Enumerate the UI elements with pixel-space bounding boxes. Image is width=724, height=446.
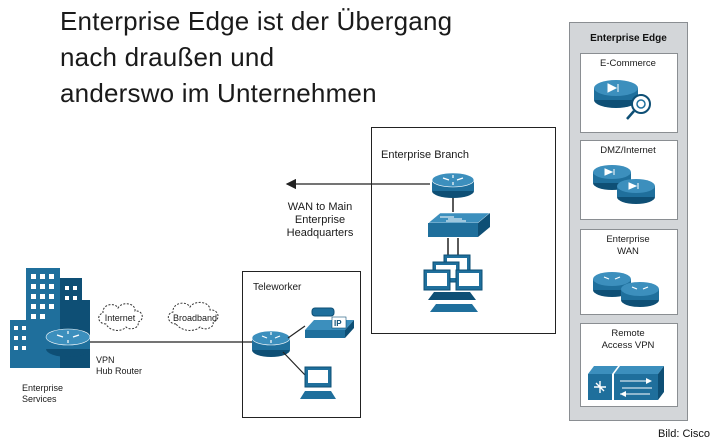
wan-label-line-1: WAN to Main [287,201,353,213]
wan-label-line-2: Enterprise [294,214,346,226]
ip-phone-icon [305,307,354,338]
branch-switch-icon [427,212,491,237]
title-line-3: anderswo im Unternehmen [60,78,377,108]
remote-access-vpn-icon [588,366,664,400]
title-line-1: Enterprise Edge ist der Übergang [60,6,453,36]
internet-cloud-label: Internet [104,313,136,323]
wan-label-line-3: Headquarters [286,227,354,239]
enterprise-edge-title: Enterprise Edge [590,33,667,44]
teleworker-router-icon [251,330,291,357]
edge-card-2-label: DMZ/Internet [600,145,656,156]
branch-router-icon [431,172,475,198]
branch-label: Enterprise Branch [381,149,470,161]
internet-cloud-icon [98,303,143,331]
teleworker-pc-icon [300,366,336,399]
edge-card-3-label-2: WAN [617,246,639,257]
vpn-router-label-2: Hub Router [96,366,143,376]
image-credit: Bild: Cisco [658,428,710,440]
dmz-internet-icon [593,165,655,204]
broadband-cloud-label: Broadband [172,313,218,323]
branch-pc-group-icon [423,254,483,312]
edge-card-4-label-2: Access VPN [601,340,655,351]
broadband-cloud-icon [167,302,219,331]
enterprise-services-label-2: Services [22,394,57,404]
edge-card-3-label-1: Enterprise [606,234,650,245]
enterprise-branch-box [371,127,556,334]
edge-card-4-label-1: Remote [611,328,645,339]
enterprise-wan-routers-icon [593,272,659,307]
teleworker-label: Teleworker [253,282,302,293]
enterprise-services-label-1: Enterprise [22,383,64,393]
vpn-hub-router-icon [45,328,91,357]
title-line-2: nach draußen und [60,42,275,72]
vpn-router-label-1: VPN [96,355,115,365]
ip-phone-badge: IP [334,319,342,328]
edge-card-1-label: E-Commerce [600,58,656,69]
ecommerce-icon [594,80,651,120]
teleworker-box [242,271,361,418]
